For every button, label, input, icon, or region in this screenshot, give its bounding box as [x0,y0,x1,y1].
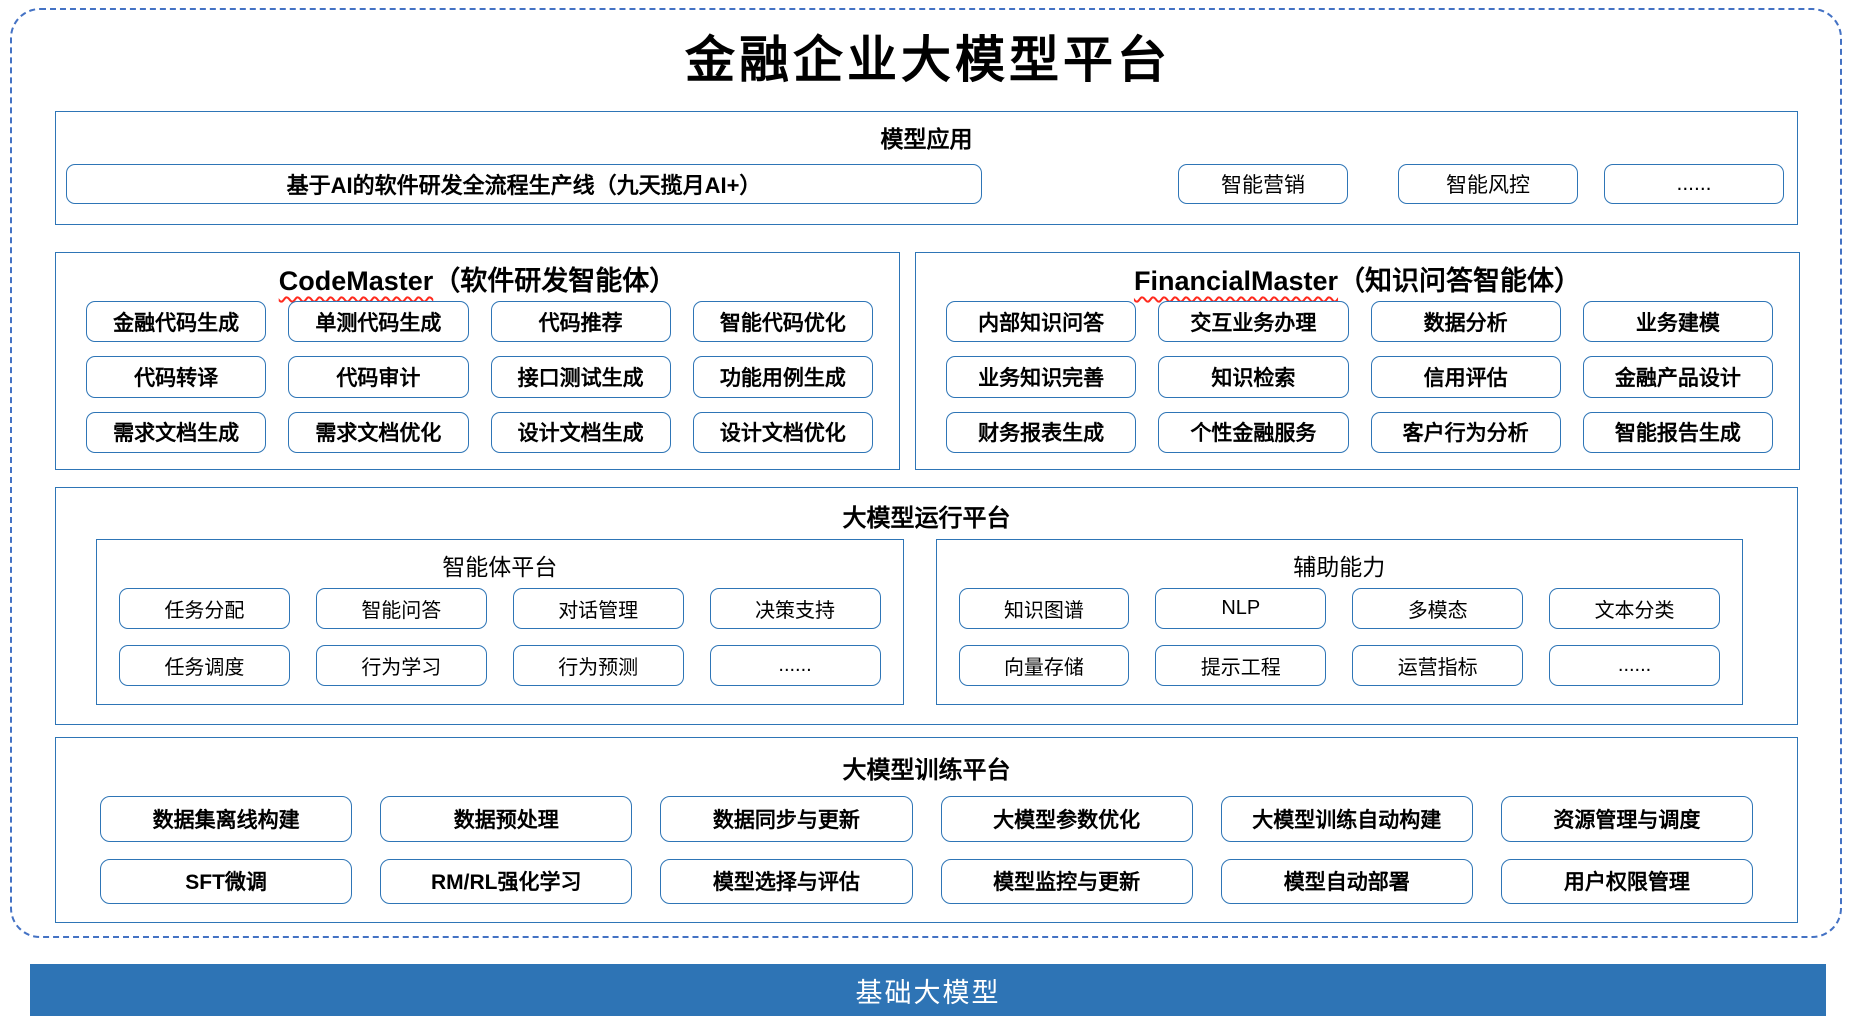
chip: 大模型训练自动构建 [1220,796,1473,842]
chip: 任务调度 [119,645,290,686]
section-model-applications-title: 模型应用 [880,126,973,152]
agent-platform-grid: 任务分配 智能问答 对话管理 决策支持 任务调度 行为学习 行为预测 .....… [119,588,881,686]
chip: 设计文档生成 [490,411,671,453]
chip: 需求文档生成 [86,411,267,453]
training-platform-grid: 数据集离线构建 数据预处理 数据同步与更新 大模型参数优化 大模型训练自动构建 … [100,796,1753,904]
chip: 代码推荐 [490,301,671,343]
chip: 模型监控与更新 [940,858,1193,904]
chip-ai-pipeline: 基于AI的软件研发全流程生产线（九天揽月AI+） [66,164,982,204]
chip: 任务分配 [119,588,290,629]
chip: 代码审计 [288,356,469,398]
chip-more-ellipsis: ...... [709,645,881,686]
codemaster-grid: 金融代码生成 单测代码生成 代码推荐 智能代码优化 代码转译 代码审计 接口测试… [86,301,873,453]
chip: 代码转译 [86,356,267,398]
chip: 金融产品设计 [1582,356,1773,398]
training-platform-title: 大模型训练平台 [842,757,1011,784]
chip: 文本分类 [1549,588,1720,629]
chip: 知识检索 [1158,356,1349,398]
chip: NLP [1155,588,1327,629]
chip: 业务建模 [1582,301,1773,343]
chip-more-ellipsis: ...... [1549,645,1720,686]
runtime-row: 智能体平台 任务分配 智能问答 对话管理 决策支持 任务调度 行为学习 行为预测… [96,539,1743,705]
chip: 数据集离线构建 [100,796,353,842]
chip: 行为预测 [512,645,684,686]
chip: 决策支持 [709,588,881,629]
financialmaster-header: FinancialMaster（知识问答智能体） [916,253,1799,298]
financialmaster-subtitle: （知识问答智能体） [1338,266,1582,296]
outer-dashed-border [10,8,1842,938]
section-runtime-platform: 大模型运行平台 智能体平台 任务分配 智能问答 对话管理 决策支持 任务调度 行… [55,487,1798,725]
chip: 设计文档优化 [692,411,873,453]
chip-more-ellipsis: ...... [1604,164,1784,204]
chip: 行为学习 [315,645,487,686]
chip: 用户权限管理 [1500,858,1753,904]
codemaster-subtitle: （软件研发智能体） [433,266,677,296]
chip-smart-marketing: 智能营销 [1178,164,1348,204]
chip: 个性金融服务 [1158,411,1349,453]
chip: 智能报告生成 [1582,411,1773,453]
codemaster-header: CodeMaster（软件研发智能体） [56,253,899,298]
foundation-model-bar: 基础大模型 [30,964,1826,1016]
subsection-auxiliary-capabilities: 辅助能力 知识图谱 NLP 多模态 文本分类 向量存储 提示工程 运营指标 ..… [935,539,1743,705]
financialmaster-name: FinancialMaster [1133,266,1339,296]
model-app-row: 基于AI的软件研发全流程生产线（九天揽月AI+） 智能营销 智能风控 .....… [66,164,1784,204]
chip: 大模型参数优化 [940,796,1193,842]
runtime-platform-title: 大模型运行平台 [842,505,1011,532]
chip: 数据预处理 [380,796,633,842]
chip: 模型选择与评估 [660,858,913,904]
chip: 向量存储 [958,645,1130,686]
chip: 信用评估 [1370,356,1561,398]
chip: 金融代码生成 [86,301,267,343]
chip: 智能问答 [315,588,487,629]
chip: 知识图谱 [958,588,1130,629]
chip: 客户行为分析 [1370,411,1561,453]
subsection-agent-platform: 智能体平台 任务分配 智能问答 对话管理 决策支持 任务调度 行为学习 行为预测… [96,539,904,705]
chip: 功能用例生成 [692,356,873,398]
chip: 单测代码生成 [288,301,469,343]
auxiliary-capabilities-title: 辅助能力 [1293,554,1386,580]
chip: 数据同步与更新 [660,796,913,842]
section-codemaster: CodeMaster（软件研发智能体） 金融代码生成 单测代码生成 代码推荐 智… [55,252,900,470]
chip: 接口测试生成 [490,356,671,398]
section-financialmaster: FinancialMaster（知识问答智能体） 内部知识问答 交互业务办理 数… [915,252,1800,470]
chip: 内部知识问答 [946,301,1137,343]
chip: 智能代码优化 [692,301,873,343]
chip: 业务知识完善 [946,356,1137,398]
chip: 资源管理与调度 [1500,796,1753,842]
section-model-applications: 模型应用 基于AI的软件研发全流程生产线（九天揽月AI+） 智能营销 智能风控 … [55,111,1798,225]
auxiliary-capabilities-grid: 知识图谱 NLP 多模态 文本分类 向量存储 提示工程 运营指标 ...... [958,588,1720,686]
chip: 提示工程 [1155,645,1327,686]
chip: 对话管理 [512,588,684,629]
financialmaster-grid: 内部知识问答 交互业务办理 数据分析 业务建模 业务知识完善 知识检索 信用评估… [946,301,1773,453]
chip: 数据分析 [1370,301,1561,343]
chip: 需求文档优化 [288,411,469,453]
chip: 多模态 [1352,588,1524,629]
chip: 运营指标 [1352,645,1524,686]
chip: 财务报表生成 [946,411,1137,453]
chip: 模型自动部署 [1220,858,1473,904]
chip-smart-risk-control: 智能风控 [1398,164,1578,204]
section-training-platform: 大模型训练平台 数据集离线构建 数据预处理 数据同步与更新 大模型参数优化 大模… [55,737,1798,923]
agent-platform-title: 智能体平台 [442,554,558,580]
page-title: 金融企业大模型平台 [685,30,1171,89]
codemaster-name: CodeMaster [278,266,434,296]
chip: RM/RL强化学习 [380,858,633,904]
chip: 交互业务办理 [1158,301,1349,343]
chip: SFT微调 [100,858,353,904]
